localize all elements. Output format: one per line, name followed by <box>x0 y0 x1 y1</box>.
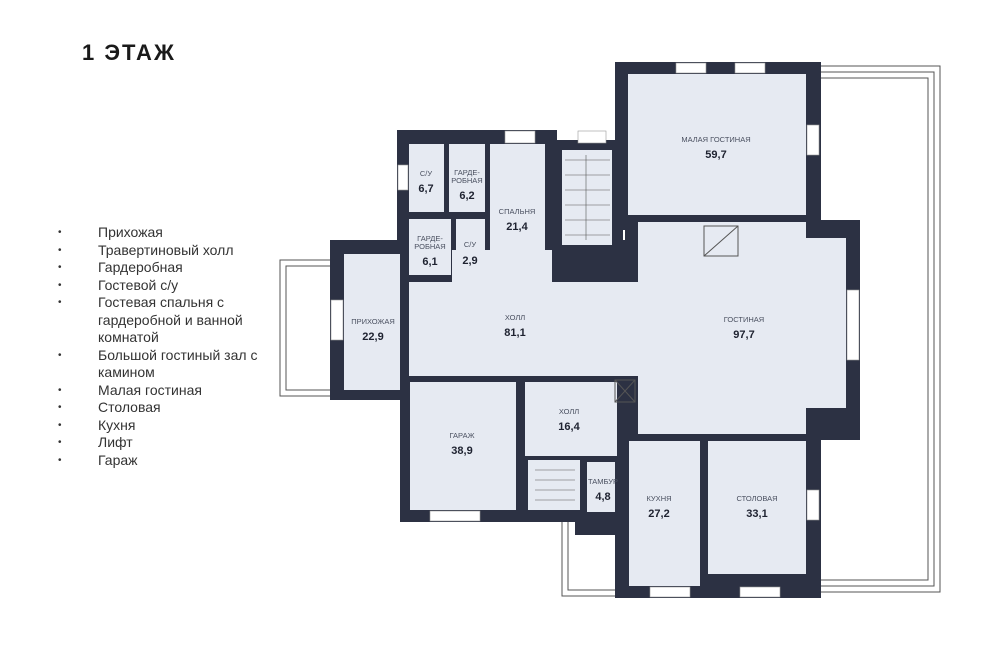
room-area: 38,9 <box>451 445 472 457</box>
room-name: СТОЛОВАЯ <box>736 494 777 503</box>
legend-item: Травертиновый холл <box>58 242 298 260</box>
legend-item: Столовая <box>58 399 298 417</box>
room-name: СПАЛЬНЯ <box>499 207 536 216</box>
room-name: ТАМБУР <box>588 477 618 486</box>
legend-item: Малая гостиная <box>58 382 298 400</box>
room-area: 6,7 <box>418 183 433 195</box>
rooms <box>344 74 846 586</box>
room-name: ГОСТИНАЯ <box>724 315 764 324</box>
room-area: 6,2 <box>459 190 474 202</box>
room-name: С/У <box>420 169 433 178</box>
room-name: ПРИХОЖАЯ <box>351 317 395 326</box>
room-area: 2,9 <box>462 255 477 267</box>
page-title: 1 ЭТАЖ <box>82 40 176 65</box>
room-name: КУХНЯ <box>646 494 671 503</box>
room-name: С/У <box>464 240 477 249</box>
legend-item: Гардеробная <box>58 259 298 277</box>
room-area: 22,9 <box>362 331 383 343</box>
room-legend: Прихожая Травертиновый холл Гардеробная … <box>58 224 298 469</box>
room-labels: С/У 6,7 ГАРДЕ- РОБНАЯ 6,2 СПАЛЬНЯ 21,4 Г… <box>351 135 777 520</box>
stairs <box>535 155 610 501</box>
room-name: ГАРАЖ <box>450 431 475 440</box>
legend-item: Гостевая спальня с гардеробной и ванной … <box>58 294 298 347</box>
room-area: 59,7 <box>705 149 726 161</box>
room-area: 27,2 <box>648 508 669 520</box>
legend-item: Гостевой с/у <box>58 277 298 295</box>
terraces <box>279 65 941 597</box>
room-name: РОБНАЯ <box>414 242 445 251</box>
room-name: ГАРДЕ- <box>454 168 480 177</box>
room-name: ХОЛЛ <box>505 313 525 322</box>
room-area: 16,4 <box>558 421 580 433</box>
room-area: 4,8 <box>595 491 610 503</box>
room-area: 6,1 <box>422 256 437 268</box>
room-area: 81,1 <box>504 327 525 339</box>
room-area: 33,1 <box>746 508 767 520</box>
room-name: РОБНАЯ <box>451 176 482 185</box>
room-area: 97,7 <box>733 329 754 341</box>
room-name: ГАРДЕ- <box>417 234 443 243</box>
legend-item: Большой гостиный зал с камином <box>58 347 298 382</box>
legend-item: Лифт <box>58 434 298 452</box>
legend-item: Гараж <box>58 452 298 470</box>
legend-item: Кухня <box>58 417 298 435</box>
room-area: 21,4 <box>506 221 528 233</box>
room-name: ХОЛЛ <box>559 407 579 416</box>
windows <box>330 62 860 598</box>
legend-item: Прихожая <box>58 224 298 242</box>
room-name: МАЛАЯ ГОСТИНАЯ <box>681 135 750 144</box>
elevator-icon <box>614 225 739 403</box>
